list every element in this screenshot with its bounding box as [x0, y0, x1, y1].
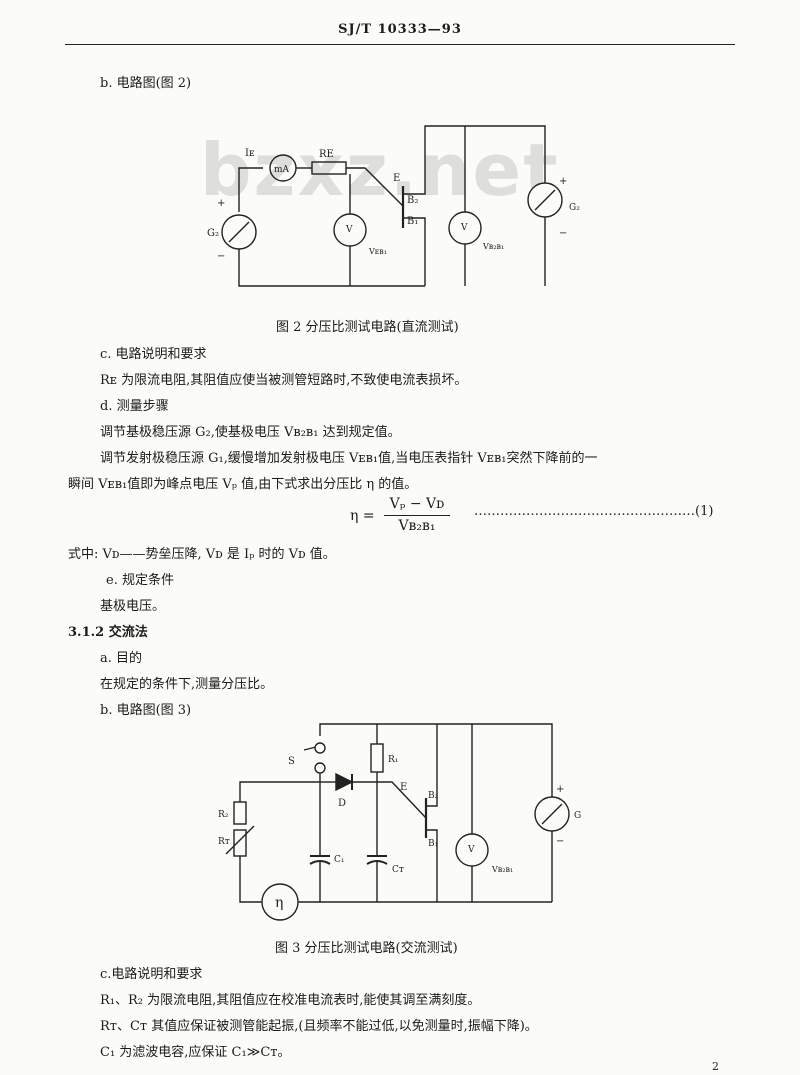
section-3-1-2: 3.1.2 交流法	[68, 625, 148, 640]
item-b-circuit: b. 电路图(图 2)	[100, 76, 192, 91]
label-minus-left: −	[217, 251, 225, 262]
label-s: S	[288, 756, 295, 767]
label-vb2b1: Vʙ₂ʙ₁	[482, 242, 504, 251]
label-g: G	[574, 811, 581, 821]
item-c-text: Rᴇ 为限流电阻,其阻值应使当被测管短路时,不致使电流表损坏。	[100, 373, 468, 388]
label-vb2b1: Vʙ₂ʙ₁	[491, 865, 513, 874]
item-a-text: 在规定的条件下,测量分压比。	[100, 677, 274, 692]
label-plus-right: +	[559, 176, 567, 187]
label-b2: B₂	[407, 195, 418, 206]
label-ie: Iᴇ	[245, 148, 254, 159]
fraction-bar	[384, 515, 450, 516]
item-c2-text1: R₁、R₂ 为限流电阻,其阻值应在校准电流表时,能使其调至满刻度。	[100, 993, 481, 1008]
item-d-text1: 调节基极稳压源 G₂,使基极电压 Vʙ₂ʙ₁ 达到规定值。	[100, 425, 401, 440]
item-c2-text2: Rᴛ、Cᴛ 其值应保证被测管能起振,(且频率不能过低,以免测量时,振幅下降)。	[100, 1019, 538, 1034]
label-e: E	[393, 173, 400, 184]
label-b1: B₁	[407, 216, 418, 227]
item-e-text: 基极电压。	[100, 599, 166, 614]
item-c2-heading: c.电路说明和要求	[100, 967, 203, 982]
label-b1: B₁	[428, 839, 438, 849]
item-a-heading: a. 目的	[100, 651, 143, 666]
equation-lhs: η =	[350, 508, 375, 524]
wire	[238, 167, 263, 212]
figure-3-ac-circuit: S R₁ R₂ Rᴛ D E B₂ B₁ C₁ Cᴛ V Vʙ₂ʙ₁ η + −…	[218, 723, 581, 921]
label-v-left: V	[345, 225, 353, 235]
label-eta: η	[275, 895, 283, 911]
label-minus-right: −	[559, 228, 567, 239]
resistor-r2-icon	[233, 801, 247, 825]
label-r2: R₂	[218, 810, 229, 820]
label-v: V	[467, 845, 475, 855]
label-ma: mA	[274, 165, 290, 175]
label-minus: −	[556, 836, 564, 847]
label-c1: C₁	[334, 855, 345, 865]
label-vebl: Vᴇʙ₁	[368, 247, 387, 256]
item-d-text2: 调节发射极稳压源 G₁,缓慢增加发射极电压 Vᴇʙ₁值,当电压表指针 Vᴇʙ₁突…	[100, 451, 598, 466]
item-b2-heading: b. 电路图(图 3)	[100, 703, 192, 718]
figure-3-caption: 图 3 分压比测试电路(交流测试)	[275, 941, 458, 956]
label-re: RE	[319, 149, 334, 160]
figure-2-caption: 图 2 分压比测试电路(直流测试)	[276, 320, 459, 335]
resistor-re-icon	[311, 161, 347, 175]
label-g2: G₂	[207, 228, 219, 239]
label-v-mid: V	[460, 223, 468, 233]
item-c-heading: c. 电路说明和要求	[100, 347, 207, 362]
label-e: E	[400, 782, 407, 793]
equation-numerator: Vₚ − Vᴅ	[389, 496, 445, 512]
label-r1: R₁	[388, 755, 398, 765]
label-plus-left: +	[217, 198, 225, 209]
equation-number: ……………………………………………(1)	[474, 504, 714, 519]
page-number: 2	[712, 1060, 719, 1073]
resistor-rt-icon	[233, 829, 247, 857]
watermark: bzxz.net	[200, 128, 560, 212]
figure-2-dc-circuit: Iᴇ mA RE E B₂ B₁ G₂ + − V Vᴇʙ₁ V Vʙ₂ʙ₁ +…	[207, 125, 580, 287]
label-g-right: G₂	[569, 203, 580, 213]
label-rt: Rᴛ	[218, 837, 230, 847]
item-d-text3: 瞬间 Vᴇʙ₁值即为峰点电压 Vₚ 值,由下式求出分压比 η 的值。	[68, 477, 418, 492]
item-d-text4: 式中: Vᴅ——势垒压降, Vᴅ 是 Iₚ 时的 Vᴅ 值。	[68, 547, 336, 562]
item-d-heading: d. 测量步骤	[100, 399, 169, 414]
diode-d-icon	[335, 772, 354, 792]
resistor-r1-icon	[370, 743, 384, 773]
item-e-heading: e. 规定条件	[106, 573, 174, 588]
header-rule	[65, 44, 735, 45]
item-c2-text3: C₁ 为滤波电容,应保证 C₁≫Cᴛ。	[100, 1045, 291, 1060]
doc-code-header: SJ/T 10333—93	[338, 22, 462, 37]
equation-denominator: Vʙ₂ʙ₁	[398, 518, 436, 534]
label-ct: Cᴛ	[392, 865, 404, 875]
label-b2: B₂	[428, 791, 439, 801]
label-d: D	[338, 798, 346, 809]
label-plus: +	[556, 784, 564, 795]
